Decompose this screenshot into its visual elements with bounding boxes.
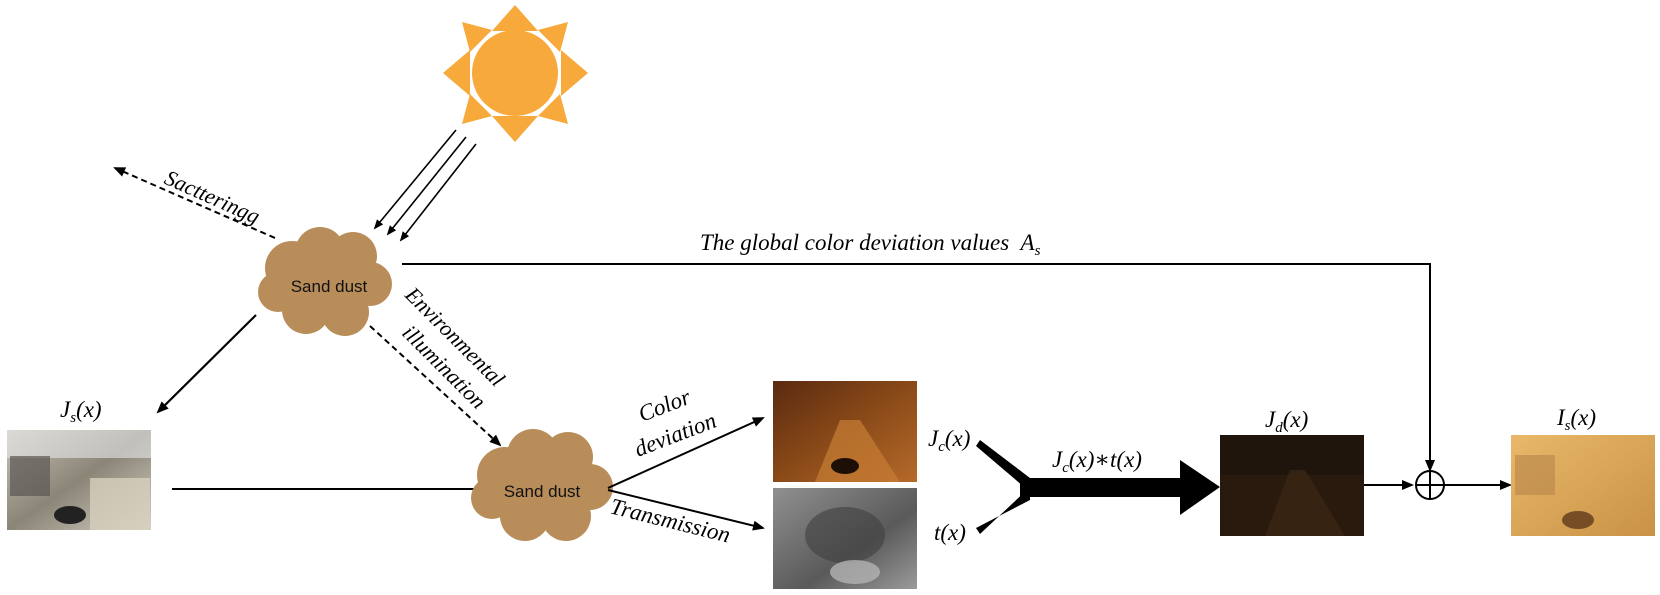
product-label: Jc(x)∗t(x) — [1052, 447, 1142, 476]
js-clear-image — [7, 430, 151, 530]
global-color-deviation-line — [402, 263, 1435, 472]
is-label: Is(x) — [1556, 405, 1596, 434]
circled-plus-icon — [1415, 470, 1445, 500]
jc-label: Jc(x) — [928, 426, 970, 455]
sand-dust-bottom-label: Sand dust — [504, 482, 581, 501]
multiplication-merge-arrow — [976, 440, 1220, 534]
is-sand-dust-image — [1511, 435, 1655, 536]
tx-label: t(x) — [934, 520, 966, 545]
jd-label: Jd(x) — [1265, 407, 1308, 436]
sand-dust-top-label: Sand dust — [291, 277, 368, 296]
sand-dust-cloud-bottom — [471, 429, 613, 541]
transmission-image — [773, 488, 917, 589]
sunlight-rays — [373, 129, 477, 242]
global-color-deviation-label: The global color deviation values As — [700, 230, 1041, 259]
color-deviation-arrow — [607, 417, 765, 489]
sand-dust-cloud-top — [258, 227, 392, 336]
sun-icon — [443, 5, 588, 142]
js-label: Js(x) — [60, 397, 102, 426]
transmission-label: Transmission — [608, 494, 733, 548]
scattering-label: Sactteringg — [161, 165, 264, 229]
transmission-arrow — [607, 489, 765, 531]
scattering-arrow — [113, 167, 276, 239]
cloud-to-js-arrow — [156, 314, 257, 414]
jd-attenuated-image — [1220, 435, 1364, 536]
color-deviation-image — [773, 381, 917, 482]
